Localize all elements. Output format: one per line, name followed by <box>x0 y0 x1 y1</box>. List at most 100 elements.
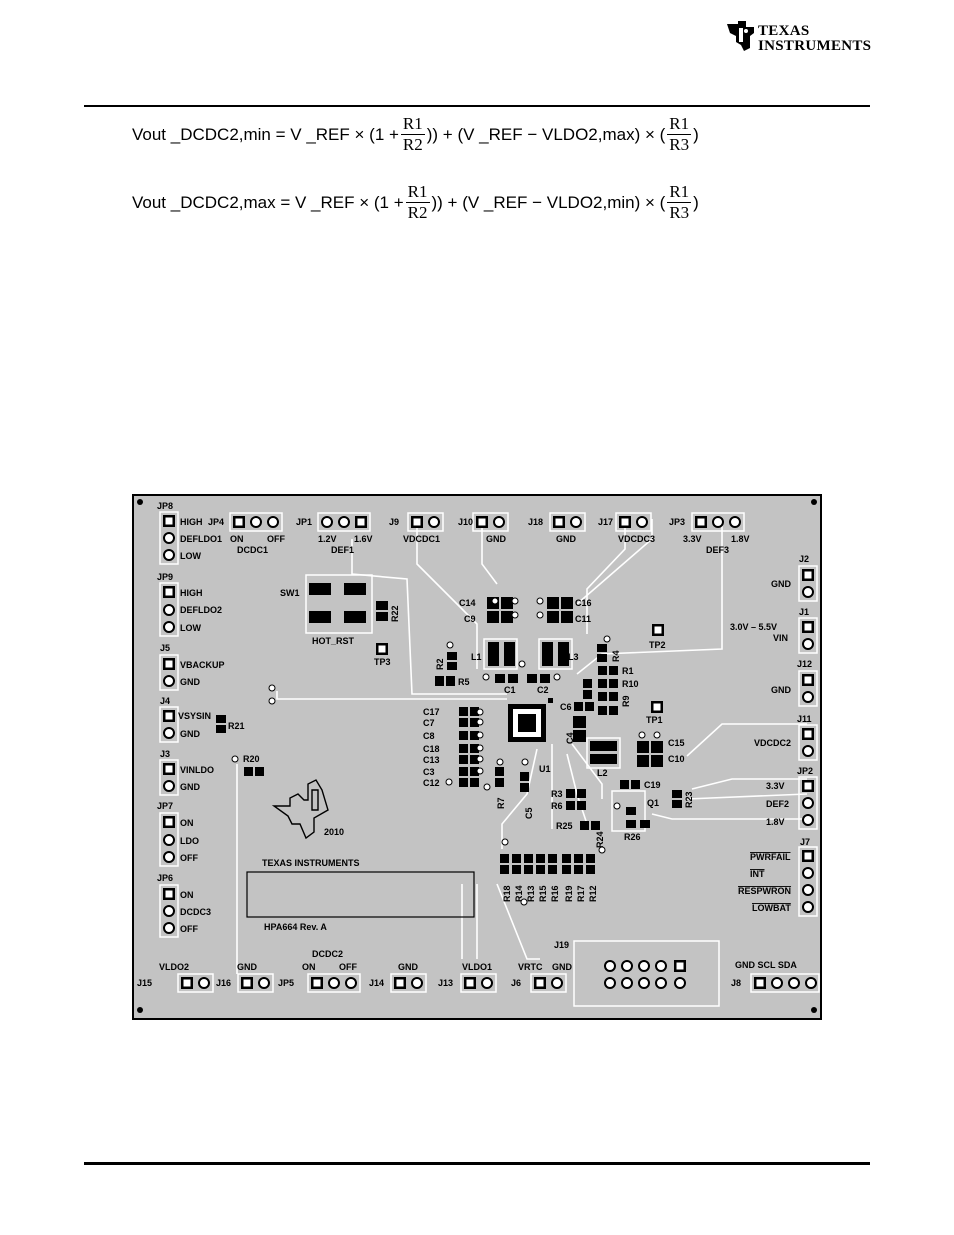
eq1-frac1-num: R1 <box>402 114 423 133</box>
logo-text-line2: INSTRUMENTS <box>758 38 872 54</box>
label-jp5-name: DCDC2 <box>312 949 343 959</box>
label-jp5-off: OFF <box>339 962 357 972</box>
label-j9-name: VDCDC1 <box>403 534 440 544</box>
c15-c10-caps <box>637 741 663 767</box>
jp7[interactable] <box>163 816 175 863</box>
label-c18: C18 <box>423 744 440 754</box>
r20-resistor <box>244 767 264 776</box>
label-r2: R2 <box>435 658 445 670</box>
label-c12: C12 <box>423 778 440 788</box>
label-r1: R1 <box>622 666 634 676</box>
tp3-testpoint[interactable] <box>376 643 388 655</box>
label-j5-opt1: VBACKUP <box>180 660 225 670</box>
label-rev: HPA664 Rev. A <box>264 922 327 932</box>
label-j8-name: GND SCL SDA <box>735 960 797 970</box>
label-j12-name: GND <box>771 685 792 695</box>
eq2-middle: )) + (V _REF − VLDO2,min) × ( <box>431 192 666 212</box>
mount-hole <box>137 1007 143 1013</box>
r7-resistor <box>495 767 504 787</box>
label-j3-opt1: VINLDO <box>180 765 214 775</box>
label-c9: C9 <box>464 614 476 624</box>
label-r20: R20 <box>243 754 260 764</box>
label-r19: R19 <box>564 885 574 902</box>
r6-resistor <box>566 801 586 810</box>
label-jp8: JP8 <box>157 501 173 511</box>
bottom-header-outlines <box>177 973 820 993</box>
label-j19: J19 <box>554 940 569 950</box>
footer-rule <box>84 1162 870 1165</box>
label-jp2-b: DEF2 <box>766 799 789 809</box>
r3-resistor <box>566 789 586 798</box>
label-r17: R17 <box>576 885 586 902</box>
eq1-frac-r1-r3: R1 R3 <box>667 114 692 155</box>
label-j6-b: GND <box>552 962 573 972</box>
tp1-testpoint[interactable] <box>651 701 663 713</box>
equation-vout-max: Vout _DCDC2,max = V _REF × (1 + R1 R2 ))… <box>132 182 699 223</box>
label-u1: U1 <box>539 764 551 774</box>
label-r10: R10 <box>622 679 639 689</box>
c1-c2-caps <box>495 674 550 683</box>
jp2[interactable] <box>802 780 814 826</box>
r21-resistor <box>216 715 226 733</box>
label-r6: R6 <box>551 801 563 811</box>
label-r23: R23 <box>684 791 694 808</box>
label-l3: L3 <box>568 652 579 662</box>
bottom-resistor-row <box>500 854 595 874</box>
ti-logo-icon <box>727 21 754 51</box>
r1-resistor <box>598 666 618 675</box>
label-j9: J9 <box>389 517 399 527</box>
vias <box>231 597 661 906</box>
jp9[interactable] <box>163 586 175 633</box>
label-jp7: JP7 <box>157 801 173 811</box>
label-c1: C1 <box>504 685 516 695</box>
label-jp3-name: DEF3 <box>706 545 729 555</box>
ti-logo: TEXAS INSTRUMENTS <box>724 18 874 58</box>
label-jp2: JP2 <box>797 766 813 776</box>
c5-cap <box>520 772 529 792</box>
label-c15: C15 <box>668 738 685 748</box>
label-jp4-on: ON <box>230 534 244 544</box>
label-c2: C2 <box>537 685 549 695</box>
label-r3: R3 <box>551 789 563 799</box>
label-j7-respwron: RESPWRON <box>738 886 791 896</box>
c4-cap <box>573 716 586 742</box>
label-jp9-opt2: DEFLDO2 <box>180 605 222 615</box>
label-j4-opt2: GND <box>180 729 201 739</box>
label-r16: R16 <box>550 885 560 902</box>
label-j17-name: VDCDC3 <box>618 534 655 544</box>
jp8[interactable] <box>163 515 175 561</box>
mount-hole <box>811 1007 817 1013</box>
label-sw1: SW1 <box>280 588 300 598</box>
label-r4: R4 <box>611 650 621 662</box>
j19-connector[interactable] <box>573 940 720 1007</box>
jp5[interactable] <box>311 977 357 989</box>
tp2-testpoint[interactable] <box>652 624 664 636</box>
label-r15: R15 <box>538 885 548 902</box>
jp1[interactable] <box>321 516 367 528</box>
label-j11: J11 <box>797 714 812 724</box>
label-jp6: JP6 <box>157 873 173 883</box>
label-c13: C13 <box>423 755 440 765</box>
label-j15: J15 <box>137 978 152 988</box>
label-j17: J17 <box>598 517 613 527</box>
jp6[interactable] <box>163 888 175 934</box>
jp3[interactable] <box>695 516 741 528</box>
label-r5: R5 <box>458 677 470 687</box>
eq2-end: ) <box>693 192 699 212</box>
label-r9: R9 <box>621 695 631 707</box>
label-j13: J13 <box>438 978 453 988</box>
label-jp1: JP1 <box>296 517 312 527</box>
label-jp1-a: 1.2V <box>318 534 337 544</box>
label-j4: J4 <box>160 696 170 706</box>
eq2-frac-r1-r3: R1 R3 <box>667 182 692 223</box>
label-r13: R13 <box>526 885 536 902</box>
eq1-end: ) <box>693 124 699 144</box>
label-jp6-opt2: DCDC3 <box>180 907 211 917</box>
label-tp2: TP2 <box>649 640 666 650</box>
jp4[interactable] <box>233 516 279 528</box>
eq1-middle: )) + (V _REF − VLDO2,max) × ( <box>426 124 666 144</box>
label-r12: R12 <box>588 885 598 902</box>
mount-hole <box>137 499 143 505</box>
sw1-hot-rst-switch[interactable] <box>305 574 373 634</box>
label-jp6-opt1: ON <box>180 890 194 900</box>
